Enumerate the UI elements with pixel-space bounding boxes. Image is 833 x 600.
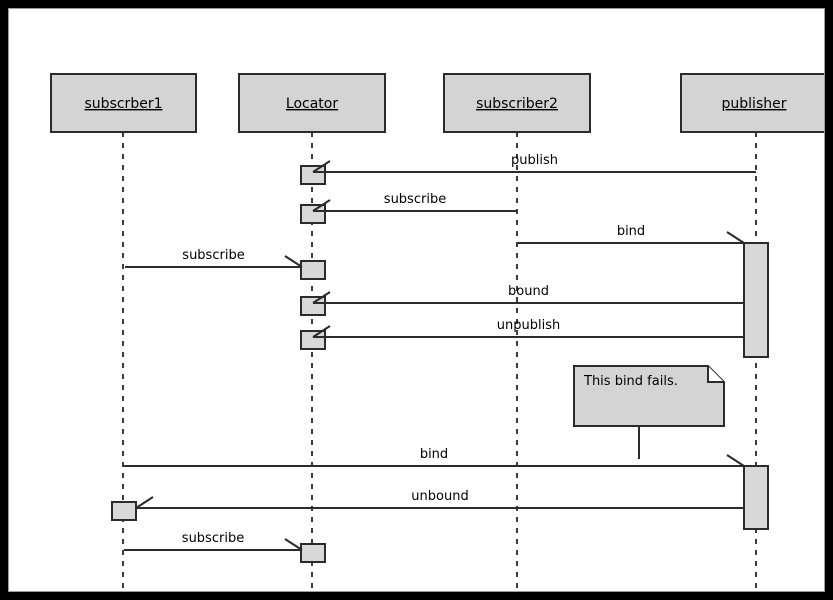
note-body [573,365,725,427]
lifeline-box-subscrber1[interactable] [50,73,197,133]
activations-layer [111,165,769,563]
message-label: bound [508,284,549,299]
activation-bar-locator[interactable] [300,296,326,316]
lifeline-label-publisher: publisher [722,96,787,112]
message-label: bind [420,447,448,462]
lifelines-layer: subscrber1 Locator subscriber2 publisher [50,73,824,591]
message-label: subscribe [384,192,446,207]
activation-bar-locator[interactable] [300,330,326,350]
lifeline-publisher[interactable]: publisher [680,73,824,591]
lifeline-box-publisher[interactable] [680,73,824,133]
lifeline-label-locator: Locator [286,96,338,112]
message-label: unpublish [497,318,560,333]
note-text: This bind fails. [583,374,678,389]
lifeline-box-subscriber2[interactable] [443,73,591,133]
message-arrowhead [726,454,745,467]
message-subscribe[interactable]: subscribe [125,248,303,268]
message-subscribe[interactable]: subscribe [312,192,517,212]
activation-bar-publisher[interactable] [743,465,769,530]
lifeline-locator[interactable]: Locator [238,73,386,591]
lifeline-box-locator[interactable] [238,73,386,133]
note-fold-corner-icon [707,366,724,383]
activation-bar-publisher[interactable] [743,242,769,358]
activation-bar-locator[interactable] [300,260,326,280]
message-label: publish [511,153,558,168]
message-arrowhead [312,199,331,212]
message-bind[interactable]: bind [124,447,745,467]
messages-layer: publish subscribe bind subscribe bound unpubl… [124,153,756,551]
lifeline-subscriber2[interactable]: subscriber2 [443,73,591,591]
activation-bar-subscrber1[interactable] [111,501,137,521]
message-bind[interactable]: bind [518,224,745,244]
message-subscribe[interactable]: subscribe [124,531,303,551]
lifeline-subscrber1[interactable]: subscrber1 [50,73,197,591]
lifeline-label-subscriber2: subscriber2 [476,96,558,112]
notes-layer: This bind fails. [573,365,725,459]
message-arrowhead [135,496,154,509]
message-unpublish[interactable]: unpublish [312,318,744,338]
message-label: subscribe [182,248,244,263]
message-arrowhead [284,538,303,551]
sequence-diagram-svg: subscrber1 Locator subscriber2 publisher pu… [50,73,824,591]
message-label: bind [617,224,645,239]
note[interactable]: This bind fails. [573,365,725,459]
message-publish[interactable]: publish [312,153,756,173]
activation-bar-locator[interactable] [300,165,326,185]
activation-bar-locator[interactable] [300,204,326,224]
lifeline-label-subscrber1: subscrber1 [85,96,163,112]
message-arrowhead [312,291,331,304]
diagram-canvas: subscrber1 Locator subscriber2 publisher pu… [8,8,825,592]
message-arrowhead [284,255,303,268]
message-arrowhead [726,231,745,244]
message-bound[interactable]: bound [312,284,744,304]
message-arrowhead [312,160,331,173]
message-label: unbound [411,489,468,504]
message-unbound[interactable]: unbound [135,489,744,509]
activation-bar-locator[interactable] [300,543,326,563]
message-arrowhead [312,325,331,338]
message-label: subscribe [182,531,244,546]
